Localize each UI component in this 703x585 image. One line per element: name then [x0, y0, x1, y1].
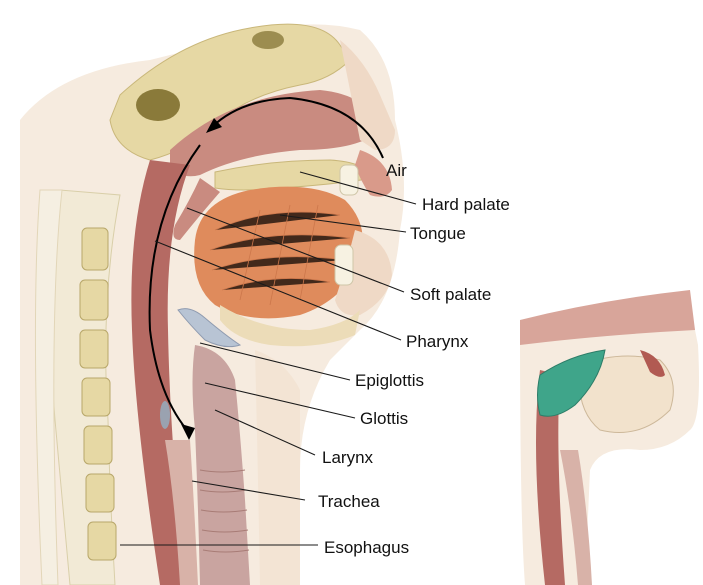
label-soft-palate: Soft palate: [410, 285, 491, 304]
label-trachea: Trachea: [318, 492, 380, 511]
label-epiglottis: Epiglottis: [355, 371, 424, 390]
label-hard-palate: Hard palate: [422, 195, 510, 214]
label-tongue: Tongue: [410, 224, 466, 243]
label-esophagus: Esophagus: [324, 538, 409, 557]
label-glottis: Glottis: [360, 409, 408, 428]
label-larynx: Larynx: [322, 448, 374, 467]
label-pharynx: Pharynx: [406, 332, 469, 351]
label-air: Air: [386, 161, 407, 180]
